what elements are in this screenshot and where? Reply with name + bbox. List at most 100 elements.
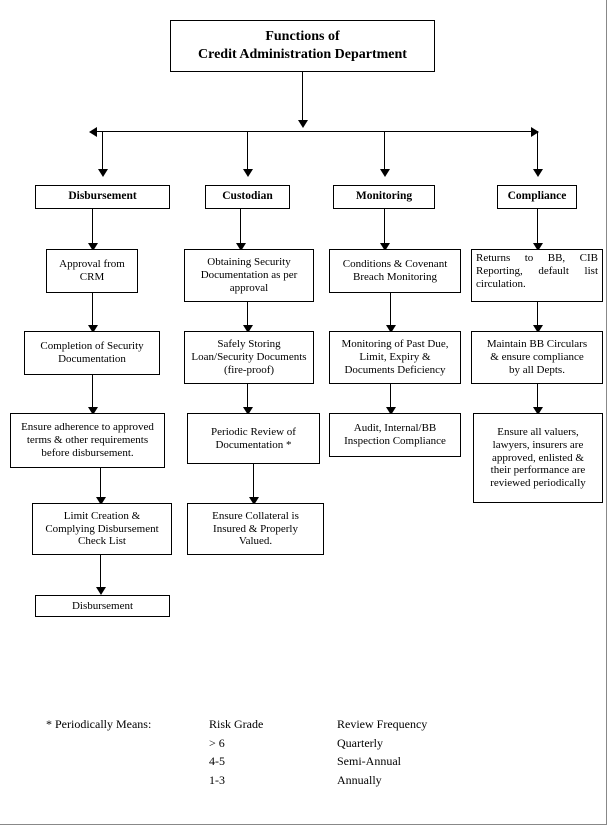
step-monitoring-2-line-1: Monitoring of Past Due,: [341, 338, 449, 351]
step-disbursement-2-line-1: Completion of Security: [40, 340, 144, 353]
arrow-disb-1-to-2: [88, 325, 98, 333]
title-box: Functions of Credit Administration Depar…: [170, 20, 435, 72]
step-monitoring-1[interactable]: Conditions & Covenant Breach Monitoring: [329, 249, 461, 293]
step-custodian-2-line-2: Loan/Security Documents: [191, 351, 307, 364]
step-custodian-1-line-3: approval: [229, 281, 269, 294]
connector-disb-3-to-4: [100, 468, 101, 499]
connector-bar-to-custodian: [247, 131, 248, 171]
connector-disb-2-to-3: [92, 375, 93, 409]
connector-cust-2-to-3: [247, 384, 248, 409]
step-disbursement-4[interactable]: Limit Creation & Complying Disbursement …: [32, 503, 172, 555]
arrow-disb-4-to-5: [96, 587, 106, 595]
legend-row: 1-3 Annually: [46, 771, 427, 790]
step-disbursement-1[interactable]: Approval from CRM: [46, 249, 138, 293]
arrow-mon-2-to-3: [386, 407, 396, 415]
column-header-monitoring-label: Monitoring: [355, 190, 413, 203]
step-custodian-2-line-3: (fire-proof): [223, 363, 275, 376]
step-custodian-1-line-2: Documentation as per: [200, 269, 298, 282]
legend-row-2-grade: 1-3: [209, 772, 225, 787]
title-line-1: Functions of: [265, 28, 340, 44]
connector-bar-to-disbursement: [102, 131, 103, 171]
step-disbursement-3-line-1: Ensure adherence to approved: [21, 421, 154, 434]
step-monitoring-2[interactable]: Monitoring of Past Due, Limit, Expiry & …: [329, 331, 461, 384]
step-disbursement-4-line-3: Check List: [78, 535, 126, 548]
arrow-disb-header-to-1: [88, 243, 98, 251]
step-compliance-2[interactable]: Maintain BB Circulars & ensure complianc…: [471, 331, 603, 384]
connector-disb-header-to-1: [92, 209, 93, 245]
column-header-monitoring[interactable]: Monitoring: [333, 185, 435, 209]
step-compliance-1-line-3: circulation.: [476, 277, 526, 290]
step-monitoring-3-line-2: Inspection Compliance: [344, 435, 446, 447]
step-custodian-3-line-1: Periodic Review of: [211, 425, 296, 438]
step-disbursement-3[interactable]: Ensure adherence to approved terms & oth…: [10, 413, 165, 468]
step-custodian-1[interactable]: Obtaining Security Documentation as per …: [184, 249, 314, 302]
step-custodian-2[interactable]: Safely Storing Loan/Security Documents (…: [184, 331, 314, 384]
arrow-cust-2-to-3: [243, 407, 253, 415]
legend-row-0-grade: > 6: [209, 735, 225, 750]
arrow-comp-1-to-2: [533, 325, 543, 333]
step-custodian-4[interactable]: Ensure Collateral is Insured & Properly …: [187, 503, 324, 555]
step-monitoring-2-line-3: Documents Deficiency: [344, 363, 446, 376]
column-header-disbursement-label: Disbursement: [68, 190, 137, 203]
legend-spacer: [46, 734, 209, 753]
step-compliance-2-line-3: by all Depts.: [509, 363, 565, 376]
step-compliance-2-line-1: Maintain BB Circulars: [486, 338, 588, 351]
step-monitoring-3-line-1: Audit, Internal/BB: [353, 422, 437, 435]
connector-disb-4-to-5: [100, 555, 101, 589]
connector-bar-to-monitoring: [384, 131, 385, 171]
step-compliance-3[interactable]: Ensure all valuers, lawyers, insurers ar…: [473, 413, 603, 503]
legend-spacer: [46, 752, 209, 771]
step-monitoring-2-line-2: Limit, Expiry &: [359, 351, 431, 364]
step-custodian-3[interactable]: Periodic Review of Documentation *: [187, 413, 320, 464]
legend-table: * Periodically Means: Risk Grade Review …: [46, 715, 427, 789]
arrow-bar-to-disbursement: [98, 169, 108, 177]
legend-header-row: * Periodically Means: Risk Grade Review …: [46, 715, 427, 734]
step-disbursement-3-line-2: terms & other requirements: [26, 434, 149, 447]
connector-cust-3-to-4: [253, 464, 254, 499]
column-header-disbursement[interactable]: Disbursement: [35, 185, 170, 209]
connector-mon-1-to-2: [390, 293, 391, 327]
step-custodian-3-line-2: Documentation *: [215, 438, 292, 451]
legend-header-frequency: Review Frequency: [337, 717, 428, 731]
step-compliance-1-line-2: Reporting, default list: [476, 264, 598, 277]
step-compliance-3-line-5: reviewed periodically: [490, 477, 586, 490]
arrow-bar-right-end: [531, 127, 539, 137]
arrow-bar-left-end: [89, 127, 97, 137]
step-compliance-2-line-2: & ensure compliance: [490, 351, 584, 364]
legend-row-1-frequency: Semi-Annual: [337, 754, 401, 769]
connector-disb-1-to-2: [92, 293, 93, 327]
step-disbursement-4-line-1: Limit Creation &: [63, 509, 141, 522]
column-header-compliance[interactable]: Compliance: [497, 185, 577, 209]
arrow-cust-3-to-4: [249, 497, 259, 505]
arrow-comp-header-to-1: [533, 243, 543, 251]
arrow-disb-2-to-3: [88, 407, 98, 415]
connector-title-stem: [302, 72, 303, 122]
connector-comp-header-to-1: [537, 209, 538, 245]
step-monitoring-1-line-2: Breach Monitoring: [352, 271, 437, 283]
connector-comp-2-to-3: [537, 384, 538, 409]
connector-mon-2-to-3: [390, 384, 391, 409]
column-header-custodian[interactable]: Custodian: [205, 185, 290, 209]
step-disbursement-1-line-2: CRM: [79, 271, 105, 283]
step-compliance-1[interactable]: Returns to BB, CIB Reporting, default li…: [471, 249, 603, 302]
step-disbursement-5[interactable]: Disbursement: [35, 595, 170, 617]
step-compliance-3-line-4: their performance are: [490, 464, 586, 477]
arrow-cust-1-to-2: [243, 325, 253, 333]
step-compliance-3-line-2: lawyers, insurers are: [492, 438, 584, 451]
step-monitoring-3[interactable]: Audit, Internal/BB Inspection Compliance: [329, 413, 461, 457]
step-custodian-1-line-1: Obtaining Security: [207, 256, 291, 269]
arrow-bar-to-monitoring: [380, 169, 390, 177]
step-custodian-2-line-1: Safely Storing: [217, 338, 281, 351]
legend-note-label: * Periodically Means:: [46, 717, 152, 731]
legend-row: > 6 Quarterly: [46, 734, 427, 753]
step-disbursement-5-label: Disbursement: [71, 599, 134, 612]
connector-distribution-bar: [95, 131, 537, 132]
connector-cust-1-to-2: [247, 302, 248, 327]
step-custodian-4-line-3: Valued.: [238, 535, 273, 548]
step-disbursement-2[interactable]: Completion of Security Documentation: [24, 331, 160, 375]
arrow-bar-to-custodian: [243, 169, 253, 177]
legend-row: 4-5 Semi-Annual: [46, 752, 427, 771]
step-disbursement-1-line-1: Approval from: [59, 258, 125, 271]
legend-row-1-grade: 4-5: [209, 754, 225, 769]
arrow-bar-to-compliance: [533, 169, 543, 177]
